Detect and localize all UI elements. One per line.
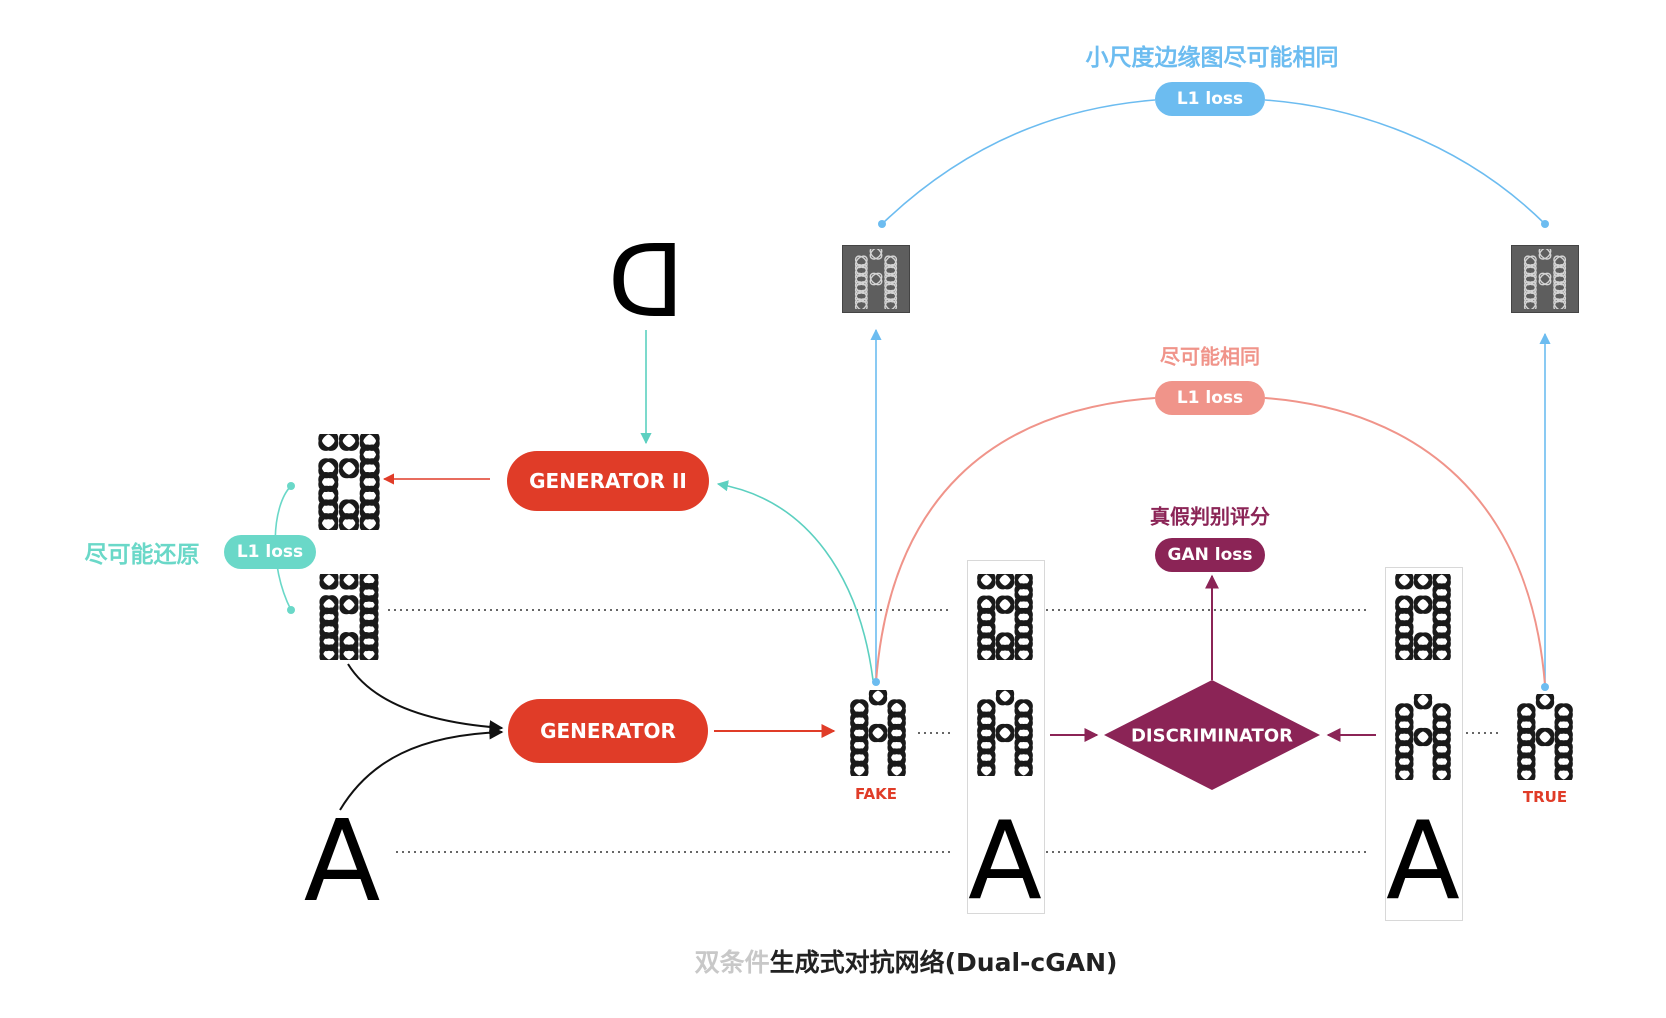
pixel-loss-caption: 尽可能相同 [1160, 344, 1260, 369]
true-pair-letter: A [1386, 799, 1460, 924]
knit-glyph-fake [850, 690, 906, 776]
edge-loss-pill: L1 loss [1155, 82, 1265, 116]
knit-glyph-true [1517, 694, 1573, 780]
knit-glyph-fake-pair-style [977, 574, 1033, 660]
knit-glyph-true-pair-style [1395, 574, 1451, 660]
pixel-loss-pill: L1 loss [1155, 381, 1265, 415]
discriminator-label: DISCRIMINATOR [1130, 725, 1294, 747]
restore-loss-caption: 尽可能还原 [84, 542, 200, 568]
gan-loss-caption: 真假判别评分 [1150, 504, 1270, 529]
input-letter: A [303, 797, 381, 927]
knit-glyph-fake-pair-output [977, 690, 1033, 776]
pixel-loss-arc [875, 397, 1546, 686]
restore-loss-pill: L1 loss [224, 535, 316, 569]
fake-tag: FAKE [854, 785, 898, 803]
mirrored-letter: D [607, 223, 685, 340]
arrow-fake-to-generator2 [716, 480, 874, 681]
knit-glyph-true-pair-target [1395, 694, 1451, 780]
generator2-node: GENERATOR II [507, 451, 709, 511]
arrow-letter-to-generator [339, 725, 504, 811]
true-tag: TRUE [1522, 788, 1568, 806]
edge-loss-arc [881, 99, 1546, 225]
generator-node: GENERATOR [508, 699, 708, 763]
title-part-light: 双条件 [694, 948, 770, 977]
knit-glyph-style-reference [319, 574, 379, 660]
arrow-style-to-generator [347, 663, 504, 735]
discriminator-shape [1104, 680, 1320, 790]
edge-loss-caption: 小尺度边缘图尽可能相同 [1085, 45, 1339, 71]
gan-loss-pill: GAN loss [1155, 538, 1265, 572]
title-part-dark: 生成式对抗网络(Dual-cGAN) [769, 948, 1118, 977]
fake-pair-letter: A [968, 799, 1042, 924]
edge-map-true [1511, 245, 1579, 313]
diagram-title: 双条件生成式对抗网络(Dual-cGAN) [695, 943, 1118, 979]
edge-map-fake [842, 245, 910, 313]
knit-glyph-restored [318, 434, 380, 530]
